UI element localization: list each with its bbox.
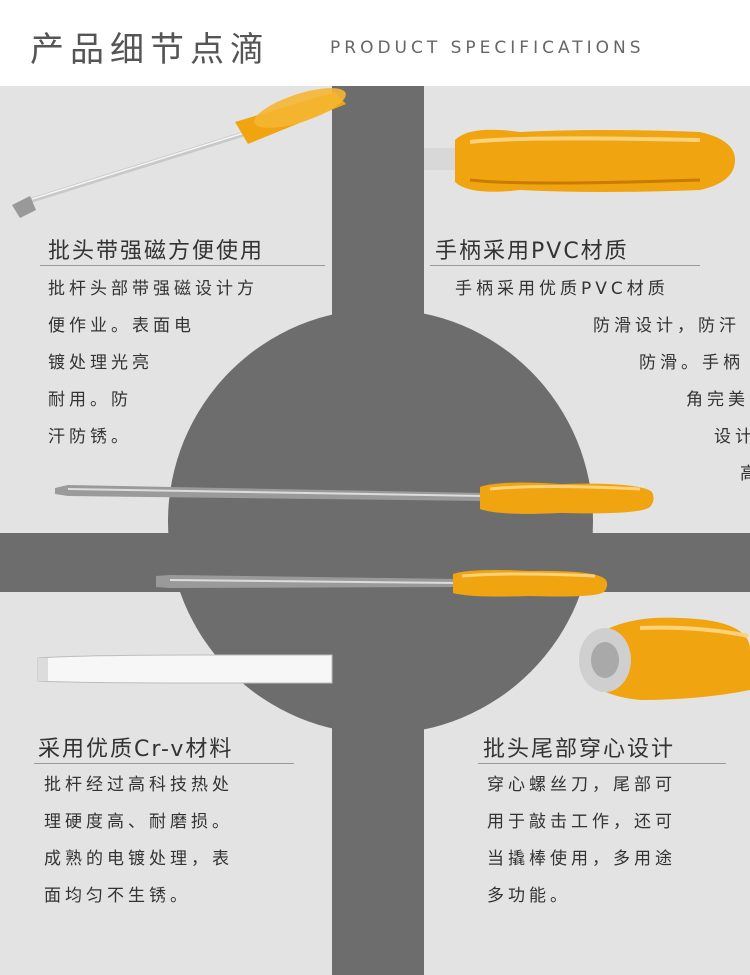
heading-tail-underline: [478, 763, 726, 764]
material-line-4: 面均匀不生锈。: [44, 886, 191, 906]
handle-line-3: 防滑。手柄: [639, 353, 744, 373]
heading-tail: 批头尾部穿心设计: [483, 737, 676, 762]
heading-material: 采用优质Cr-v材料: [38, 737, 234, 762]
magnetic-line-2: 便作业。表面电: [48, 316, 195, 336]
material-line-3: 成熟的电镀处理，表: [44, 849, 233, 869]
page-title: 产品细节点滴: [30, 30, 270, 70]
heading-magnetic-underline: [40, 265, 325, 266]
tail-line-2: 用于敲击工作，还可: [487, 812, 676, 832]
handle-line-4: 角完美: [686, 390, 749, 410]
magnetic-line-1: 批杆头部带强磁设计方: [48, 279, 258, 299]
tail-line-3: 当撬棒使用，多用途: [487, 849, 676, 869]
handle-line-1: 手柄采用优质PVC材质: [455, 279, 669, 299]
magnetic-line-4: 耐用。防: [48, 390, 132, 410]
handle-line-6: 高: [740, 459, 750, 484]
material-line-2: 理硬度高、耐磨损。: [44, 812, 233, 832]
handle-line-2: 防滑设计，防汗: [593, 316, 740, 336]
heading-material-underline: [34, 763, 294, 764]
magnetic-line-5: 汗防锈。: [48, 427, 132, 447]
heading-handle: 手柄采用PVC材质: [435, 239, 629, 264]
page-subtitle: PRODUCT SPECIFICATIONS: [330, 38, 645, 58]
heading-magnetic: 批头带强磁方便使用: [48, 239, 265, 264]
header: 产品细节点滴 PRODUCT SPECIFICATIONS: [0, 0, 750, 86]
material-line-1: 批杆经过高科技热处: [44, 775, 233, 795]
tail-line-1: 穿心螺丝刀，尾部可: [487, 775, 676, 795]
tail-line-4: 多功能。: [487, 886, 571, 906]
heading-handle-underline: [430, 265, 700, 266]
handle-line-5: 设计: [714, 427, 750, 447]
magnetic-line-3: 镀处理光亮: [48, 353, 153, 373]
